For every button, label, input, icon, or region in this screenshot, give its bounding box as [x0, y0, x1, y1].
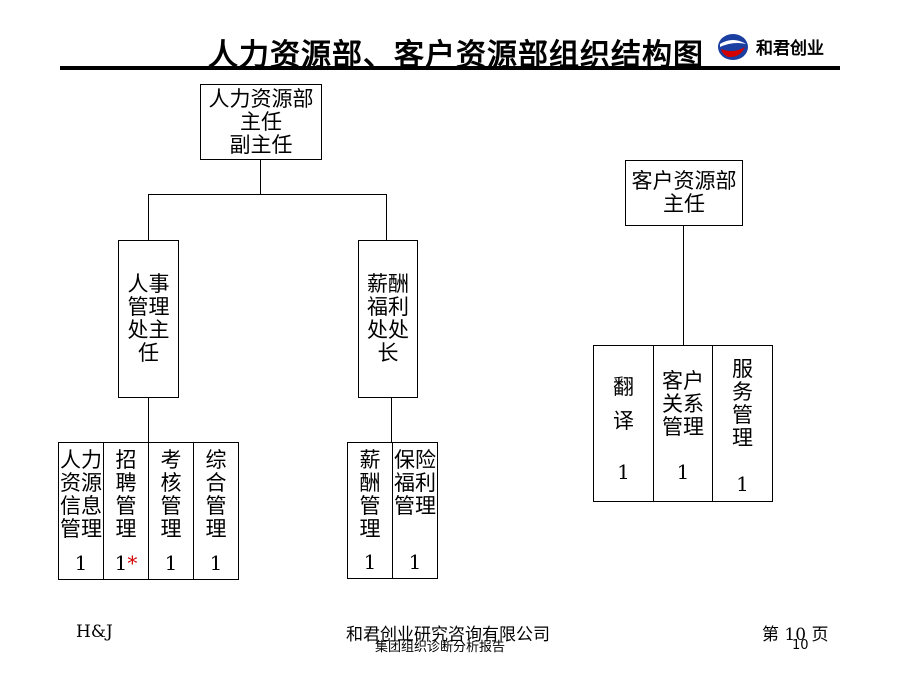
- connector: [260, 160, 261, 194]
- connector: [148, 194, 149, 240]
- logo-text: 和君创业: [756, 39, 824, 59]
- footer-left: H&J: [76, 622, 113, 642]
- company-logo: 和君创业: [716, 30, 846, 64]
- unit-general: 综合管理 1: [193, 442, 239, 580]
- unit-translation: 翻译 1: [593, 345, 654, 502]
- connector: [148, 194, 386, 195]
- salary-head-box: 薪酬福利处处长: [358, 240, 418, 398]
- connector: [386, 194, 387, 240]
- unit-insurance: 保险福利管理 1: [392, 442, 438, 579]
- unit-recruitment: 招聘管理 1*: [103, 442, 149, 580]
- footer-page-label: 第 10 页: [762, 625, 829, 645]
- footer-page-number: 10: [792, 638, 809, 653]
- unit-salary: 薪酬管理 1: [347, 442, 393, 579]
- connector: [148, 398, 149, 442]
- footer-company: 和君创业研究咨询有限公司: [346, 625, 550, 645]
- personnel-head-box: 人事管理处主任: [118, 240, 179, 398]
- unit-service: 服务管理 1: [712, 345, 773, 502]
- client-director-box: 客户资源部 主任: [625, 160, 743, 226]
- logo-mark-icon: [718, 34, 748, 60]
- header-rule: [60, 66, 840, 70]
- connector: [391, 398, 392, 442]
- unit-assessment: 考核管理 1: [148, 442, 194, 580]
- unit-client-relations: 客户关系管理 1: [653, 345, 713, 502]
- footer-subtitle: 集团组织诊断分析报告: [375, 640, 506, 655]
- highlight-star: *: [127, 551, 138, 575]
- connector: [683, 226, 684, 345]
- unit-hr-info: 人力资源信息管理 1: [58, 442, 104, 580]
- hr-director-box: 人力资源部 主任 副主任: [200, 84, 322, 160]
